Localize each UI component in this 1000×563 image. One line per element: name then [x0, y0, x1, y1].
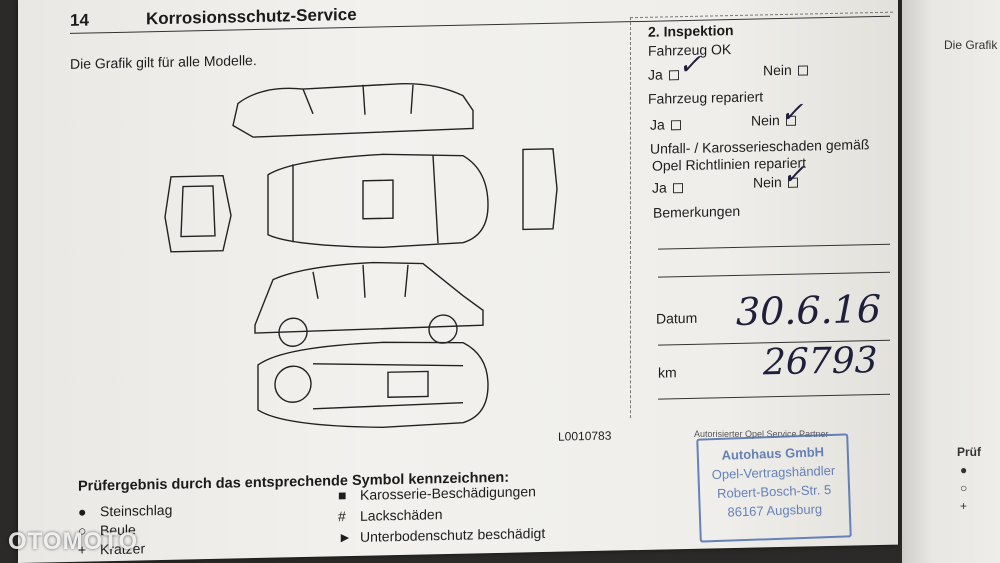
yes-label: Ja — [648, 66, 663, 83]
legend-item-karosserie: ■ Karosserie-Beschädigungen — [338, 483, 536, 503]
next-page-legend-fragment: Prüf — [957, 445, 981, 459]
stamp-caption: Autorisierter Opel Service Partner — [694, 429, 829, 439]
empty-circle-icon: ○ — [960, 481, 968, 495]
car-side-view — [254, 261, 484, 334]
car-top-view — [267, 153, 489, 249]
figure-code: L0010783 — [558, 428, 612, 444]
checkbox-q3-yes — [672, 183, 683, 194]
legend-item-unterboden: ► Unterbodenschutz beschädigt — [338, 525, 545, 545]
check-mark-q2: ✓ — [780, 95, 804, 130]
legend-label: Lackschäden — [360, 506, 443, 524]
q1-no: Nein — [763, 61, 808, 78]
manual-page: 14 Korrosionsschutz-Service Die Grafik g… — [18, 0, 898, 563]
q2-yes: Ja — [650, 116, 681, 133]
car-underbody — [257, 341, 489, 429]
legend-item-lackschaeden: # Lackschäden — [338, 506, 443, 524]
page-title: Korrosionsschutz-Service — [146, 4, 357, 29]
inspection-title: 2. Inspektion — [648, 22, 734, 40]
yes-label: Ja — [650, 116, 665, 133]
checkbox-q2-yes — [670, 120, 681, 131]
km-handwritten: 26793 — [763, 339, 878, 384]
triangle-right-icon: ► — [338, 529, 352, 546]
checkbox-q1-no — [797, 65, 808, 76]
car-diagram — [164, 83, 558, 429]
q3-yes: Ja — [652, 179, 683, 196]
no-label: Nein — [753, 174, 782, 191]
page-subtitle: Die Grafik gilt für alle Modelle. — [70, 51, 257, 72]
date-label: Datum — [656, 309, 698, 327]
dealer-stamp: Autohaus GmbH Opel-Vertragshändler Rober… — [696, 433, 852, 543]
plus-icon: + — [960, 499, 968, 513]
q1-yes: Ja — [648, 66, 679, 83]
legend-item-steinschlag: ● Steinschlag — [78, 502, 172, 520]
car-front-view — [164, 174, 232, 253]
check-mark-q3: ✓ — [782, 157, 806, 191]
car-side-top — [232, 83, 474, 138]
yes-label: Ja — [652, 179, 667, 196]
remarks-label: Bemerkungen — [653, 202, 741, 221]
otomoto-watermark: OTOMOTO — [8, 528, 139, 555]
km-label: km — [658, 364, 677, 381]
date-handwritten: 30.6.16 — [736, 286, 882, 334]
legend-label: Karosserie-Beschädigungen — [360, 483, 536, 503]
page-number: 14 — [70, 10, 89, 30]
car-rear-view — [522, 148, 558, 231]
check-mark-q1: ✓ — [678, 47, 702, 82]
no-label: Nein — [751, 112, 780, 129]
no-label: Nein — [763, 61, 792, 79]
legend-label: Unterbodenschutz beschädigt — [360, 524, 546, 545]
next-page-edge: Die Grafik Prüf ● ○ + — [902, 0, 1000, 563]
filled-circle-icon: ● — [78, 503, 87, 520]
question-vehicle-repaired: Fahrzeug repariert — [648, 88, 764, 107]
filled-square-icon: ■ — [338, 487, 347, 504]
filled-circle-icon: ● — [960, 463, 968, 477]
next-page-subtitle: Die Grafik — [944, 38, 998, 52]
hash-icon: # — [338, 508, 346, 525]
legend-label: Steinschlag — [100, 501, 173, 520]
